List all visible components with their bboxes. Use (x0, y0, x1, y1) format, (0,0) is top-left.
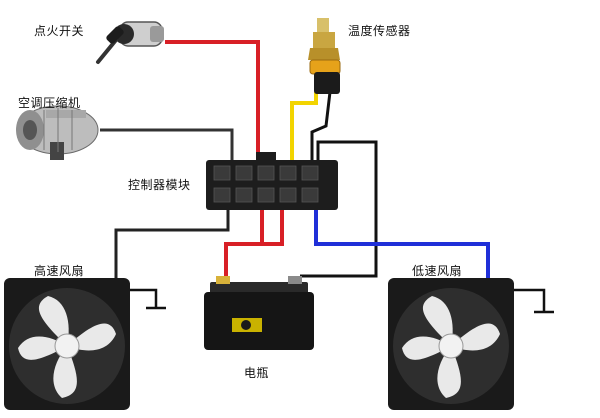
controller-module (206, 152, 338, 210)
ac-compressor (16, 105, 99, 160)
ground-right (506, 288, 554, 314)
red-wire-ignition (165, 40, 262, 167)
red-wire-battery-2 (262, 198, 284, 246)
battery (204, 276, 314, 350)
high-speed-fan (4, 278, 130, 410)
black-wire-high-fan (114, 200, 230, 282)
label-high-speed-fan: 高速风扇 (34, 264, 85, 278)
yellow-wire-temp-sensor (290, 92, 318, 168)
temperature-sensor (308, 18, 341, 94)
black-wire-compressor (100, 128, 234, 164)
label-controller: 控制器模块 (128, 178, 191, 192)
low-speed-fan (388, 278, 514, 410)
ignition-switch (96, 21, 164, 64)
black-wire-right (300, 140, 378, 278)
label-temp-sensor: 温度传感器 (348, 24, 411, 38)
label-ignition-switch: 点火开关 (34, 24, 85, 38)
label-battery: 电瓶 (244, 366, 270, 380)
ground-left (128, 288, 166, 310)
label-ac-compressor: 空调压缩机 (18, 96, 81, 110)
black-wire-temp-sensor (310, 91, 332, 168)
blue-wire-low-fan (314, 200, 490, 282)
red-wire-battery-1 (224, 200, 264, 286)
label-low-speed-fan: 低速风扇 (412, 264, 463, 278)
